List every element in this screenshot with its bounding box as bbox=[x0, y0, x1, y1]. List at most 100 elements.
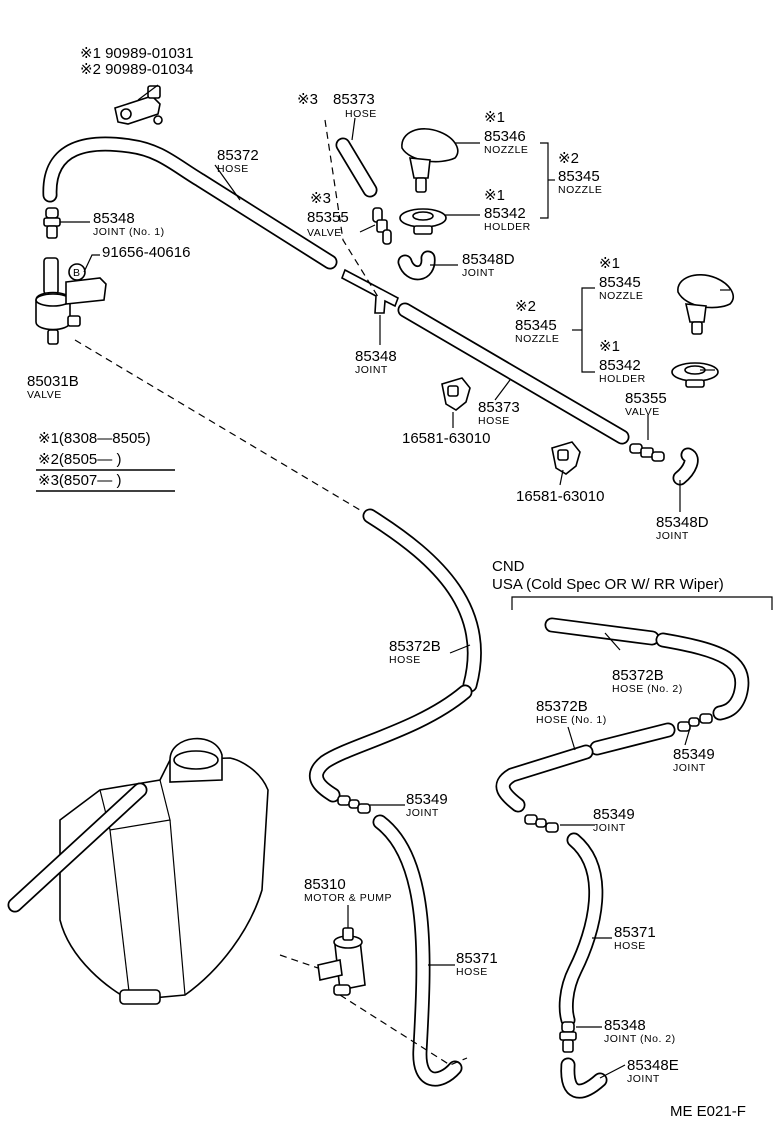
joint-85348-no1-part bbox=[43, 207, 61, 239]
svg-text:85348: 85348 bbox=[604, 1017, 646, 1034]
joint-85348D-upper bbox=[397, 250, 436, 281]
svg-text:85372B: 85372B bbox=[612, 667, 664, 684]
svg-text:※1: ※1 bbox=[599, 338, 620, 355]
label-hose-85372B-main: 85372B HOSE bbox=[389, 638, 441, 666]
svg-text:HOSE (No. 1): HOSE (No. 1) bbox=[536, 714, 607, 726]
joint-85349-r2-part bbox=[524, 814, 559, 833]
svg-text:85310: 85310 bbox=[304, 876, 346, 893]
label-joint-85348D-b: 85348D JOINT bbox=[656, 514, 709, 542]
bracket-nozzle-upper bbox=[540, 142, 549, 219]
label-hose-85372: 85372 HOSE bbox=[217, 147, 259, 175]
motor-pump-85310-part bbox=[317, 927, 366, 996]
joint-85349-r1-part bbox=[677, 713, 713, 732]
label-joint-85348E: 85348E JOINT bbox=[627, 1057, 679, 1085]
label-joint-85348-no1: 85348 JOINT (No. 1) bbox=[93, 210, 165, 238]
hose-85371-main bbox=[372, 814, 463, 1087]
svg-text:85342: 85342 bbox=[599, 357, 641, 374]
guide-hose-top bbox=[324, 119, 381, 301]
clip-marker-b: B bbox=[73, 267, 81, 279]
label-holder-85342-b: ※1 85342 HOLDER bbox=[599, 338, 646, 385]
nozzle-85345-part bbox=[677, 274, 734, 335]
svg-text:※1: ※1 bbox=[484, 187, 505, 204]
hose-85372B-no2 bbox=[544, 617, 750, 721]
label-joint-85349-r1: 85349 JOINT bbox=[673, 746, 715, 774]
svg-text:85349: 85349 bbox=[593, 806, 635, 823]
svg-text:※3: ※3 bbox=[310, 190, 331, 207]
variant-line-1: CND bbox=[492, 558, 525, 575]
svg-text:VALVE: VALVE bbox=[307, 227, 342, 239]
hose-85373-short bbox=[335, 137, 378, 198]
svg-text:JOINT: JOINT bbox=[627, 1073, 660, 1085]
valve-85355-lower-part bbox=[629, 443, 665, 462]
svg-text:85345: 85345 bbox=[515, 317, 557, 334]
guide-valve-to-pump bbox=[74, 339, 361, 511]
svg-text:JOINT: JOINT bbox=[355, 364, 388, 376]
label-nozzle-85345-c: ※2 85345 NOZZLE bbox=[515, 298, 559, 345]
holder-85342-upper-part bbox=[399, 208, 447, 235]
label-joint-85348-no2: 85348 JOINT (No. 2) bbox=[604, 1017, 676, 1045]
svg-text:85372B: 85372B bbox=[536, 698, 588, 715]
tank-filler-pipe bbox=[7, 782, 148, 913]
clip-16581-lower-part bbox=[551, 441, 581, 475]
label-clip-16581-b: 16581-63010 bbox=[516, 488, 604, 505]
svg-text:HOLDER: HOLDER bbox=[484, 221, 531, 233]
guide-pump-hose bbox=[339, 994, 468, 1066]
leader-lines bbox=[60, 84, 730, 1079]
washer-tank bbox=[59, 737, 269, 1005]
bracket-nozzle-lower bbox=[581, 287, 595, 373]
svg-text:JOINT (No. 1): JOINT (No. 1) bbox=[93, 226, 165, 238]
guide-pump-tank bbox=[279, 954, 319, 969]
svg-text:※2: ※2 bbox=[558, 150, 579, 167]
svg-text:HOSE: HOSE bbox=[478, 415, 510, 427]
label-valve-85355-a: ※3 85355 VALVE bbox=[307, 190, 349, 239]
svg-text:85372: 85372 bbox=[217, 147, 259, 164]
svg-text:※3: ※3 bbox=[297, 91, 318, 108]
svg-text:85373: 85373 bbox=[478, 399, 520, 416]
label-joint-85348D-a: 85348D JOINT bbox=[462, 251, 515, 279]
svg-text:HOLDER: HOLDER bbox=[599, 373, 646, 385]
variant-bracket bbox=[511, 596, 773, 610]
label-valve-85355-b: 85355 VALVE bbox=[625, 390, 667, 418]
legend-line-2: ※2(8505— ) bbox=[38, 451, 121, 468]
svg-text:JOINT (No. 2): JOINT (No. 2) bbox=[604, 1033, 676, 1045]
bracket-91656-part bbox=[65, 263, 107, 305]
svg-text:85349: 85349 bbox=[673, 746, 715, 763]
svg-text:85342: 85342 bbox=[484, 205, 526, 222]
svg-text:85355: 85355 bbox=[625, 390, 667, 407]
variant-line-2: USA (Cold Spec OR W/ RR Wiper) bbox=[492, 576, 724, 593]
valve-85031B-part bbox=[35, 257, 81, 345]
label-holder-85342-a: ※1 85342 HOLDER bbox=[484, 187, 531, 233]
svg-text:85345: 85345 bbox=[558, 168, 600, 185]
label-hose-85372B-no1: 85372B HOSE (No. 1) bbox=[536, 698, 607, 726]
legend-block: ※1(8308—8505) ※2(8505— ) ※3(8507— ) bbox=[36, 430, 175, 492]
hose-85372-main bbox=[42, 136, 338, 270]
hose-85372B-main bbox=[309, 508, 482, 803]
joint-85348-no2-part bbox=[559, 1021, 577, 1053]
svg-text:JOINT: JOINT bbox=[673, 762, 706, 774]
svg-text:HOSE: HOSE bbox=[217, 163, 249, 175]
svg-text:HOSE: HOSE bbox=[345, 108, 377, 120]
joint-85348E bbox=[560, 1057, 608, 1099]
svg-text:JOINT: JOINT bbox=[406, 807, 439, 819]
legend-line-3: ※3(8507— ) bbox=[38, 472, 121, 489]
label-joint-85349-r2: 85349 JOINT bbox=[593, 806, 635, 834]
svg-text:85345: 85345 bbox=[599, 274, 641, 291]
svg-text:85371: 85371 bbox=[614, 924, 656, 941]
label-joint-85348-mid: 85348 JOINT bbox=[355, 348, 397, 376]
label-clip-16581-a: 16581-63010 bbox=[402, 430, 490, 447]
holder-85342-lower-part bbox=[671, 362, 719, 388]
svg-text:NOZZLE: NOZZLE bbox=[484, 144, 528, 156]
nozzle-85346-part bbox=[401, 128, 459, 193]
svg-text:85348E: 85348E bbox=[627, 1057, 679, 1074]
svg-text:MOTOR & PUMP: MOTOR & PUMP bbox=[304, 892, 392, 904]
label-hose-85372B-no2: 85372B HOSE (No. 2) bbox=[612, 667, 682, 695]
svg-text:VALVE: VALVE bbox=[27, 389, 62, 401]
svg-text:HOSE: HOSE bbox=[456, 966, 488, 978]
label-note-top: ※1 90989-01031 ※2 90989-01034 bbox=[80, 45, 194, 78]
variant-label: CND USA (Cold Spec OR W/ RR Wiper) bbox=[492, 558, 724, 593]
joint-85348-T-part bbox=[341, 268, 399, 314]
svg-text:85348: 85348 bbox=[355, 348, 397, 365]
label-hose-85373-top: ※3 85373 HOSE bbox=[297, 91, 377, 120]
clip-16581-upper-part bbox=[441, 377, 471, 411]
legend-line-1: ※1(8308—8505) bbox=[38, 430, 151, 447]
